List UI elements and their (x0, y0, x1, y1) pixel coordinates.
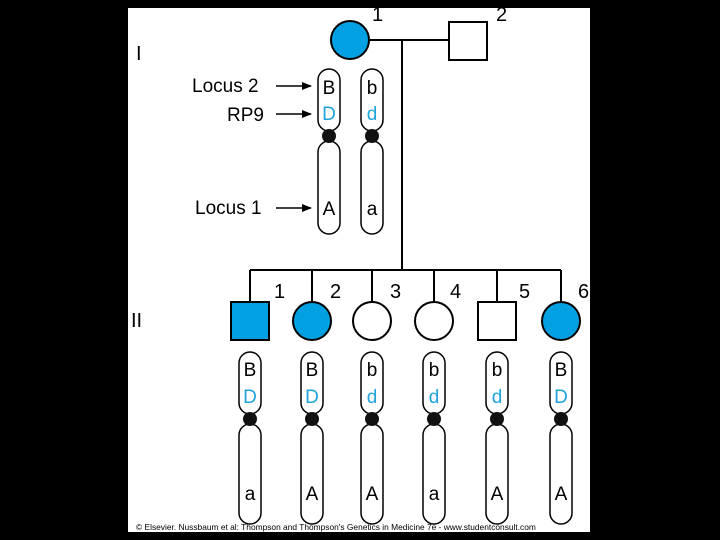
centromere (365, 412, 379, 426)
child-4: 4 b d a (414, 270, 461, 525)
allele-locus-1: A (306, 484, 319, 505)
parent-chromosome-1: B D A (317, 68, 341, 235)
allele-locus-1: A (555, 484, 568, 505)
allele-locus-1: A (323, 199, 336, 220)
allele-locus-2: b (492, 360, 503, 381)
child-5-symbol (477, 301, 517, 341)
child-4-symbol (414, 301, 454, 341)
child-3: 3 b d A (352, 270, 401, 525)
parent-chromosome-2: b d a (360, 68, 384, 235)
child-2-symbol (292, 301, 332, 341)
generation-label-2: II (131, 310, 142, 332)
child-5-number: 5 (519, 281, 530, 303)
child-3-number: 3 (390, 281, 401, 303)
parent-2-symbol (448, 21, 488, 61)
chromosome-long-arm (317, 140, 341, 235)
centromere (305, 412, 319, 426)
allele-locus-1: a (245, 484, 256, 505)
child-4-number: 4 (450, 281, 461, 303)
centromere (243, 412, 257, 426)
rp9-label: RP9 (227, 105, 264, 126)
child-1-symbol (230, 301, 270, 341)
allele-locus-2: B (244, 360, 257, 381)
allele-rp9: d (367, 104, 378, 125)
allele-locus-1: A (366, 484, 379, 505)
allele-locus-2: B (306, 360, 319, 381)
chromosome-long-arm (238, 423, 262, 525)
allele-locus-2: B (555, 360, 568, 381)
chromosome-long-arm (360, 423, 384, 525)
allele-rp9: D (554, 387, 568, 408)
allele-rp9: d (492, 387, 503, 408)
chromosome-long-arm (549, 423, 573, 525)
chromosome-long-arm (485, 423, 509, 525)
generation-2-children: 1 B D a 2 B D A (230, 270, 589, 525)
centromere (427, 412, 441, 426)
child-6-symbol (541, 301, 581, 341)
centromere (365, 129, 379, 143)
allele-locus-1: A (491, 484, 504, 505)
parent-2-number: 2 (496, 8, 507, 26)
child-3-symbol (352, 301, 392, 341)
figure-panel: I II 1 2 Locus 2 RP9 Locus 1 B D A (128, 4, 590, 532)
chromosome-long-arm (300, 423, 324, 525)
centromere (322, 129, 336, 143)
child-6-number: 6 (578, 281, 589, 303)
parent-1-symbol (330, 20, 370, 60)
allele-locus-2: b (429, 360, 440, 381)
chromosome-long-arm (422, 423, 446, 525)
allele-locus-2: B (323, 78, 336, 99)
parent-1-number: 1 (372, 8, 383, 26)
locus-1-label: Locus 1 (195, 198, 262, 219)
centromere (554, 412, 568, 426)
child-1-number: 1 (274, 281, 285, 303)
chromosome-long-arm (360, 140, 384, 235)
allele-rp9: d (367, 387, 378, 408)
allele-rp9: D (243, 387, 257, 408)
allele-locus-2: b (367, 78, 378, 99)
locus-2-label: Locus 2 (192, 76, 259, 97)
centromere (490, 412, 504, 426)
allele-rp9: D (322, 104, 336, 125)
generation-label-1: I (136, 43, 142, 65)
allele-locus-1: a (429, 484, 440, 505)
child-2-number: 2 (330, 281, 341, 303)
allele-rp9: d (429, 387, 440, 408)
pedigree-diagram: I II 1 2 Locus 2 RP9 Locus 1 B D A (131, 4, 589, 532)
allele-rp9: D (305, 387, 319, 408)
allele-locus-1: a (367, 199, 378, 220)
child-6: 6 B D A (541, 270, 589, 525)
allele-locus-2: b (367, 360, 378, 381)
child-2: 2 B D A (292, 270, 341, 525)
child-5: 5 b d A (477, 270, 530, 525)
copyright-credit: © Elsevier. Nussbaum et al: Thompson and… (136, 522, 536, 532)
child-1: 1 B D a (230, 270, 285, 525)
